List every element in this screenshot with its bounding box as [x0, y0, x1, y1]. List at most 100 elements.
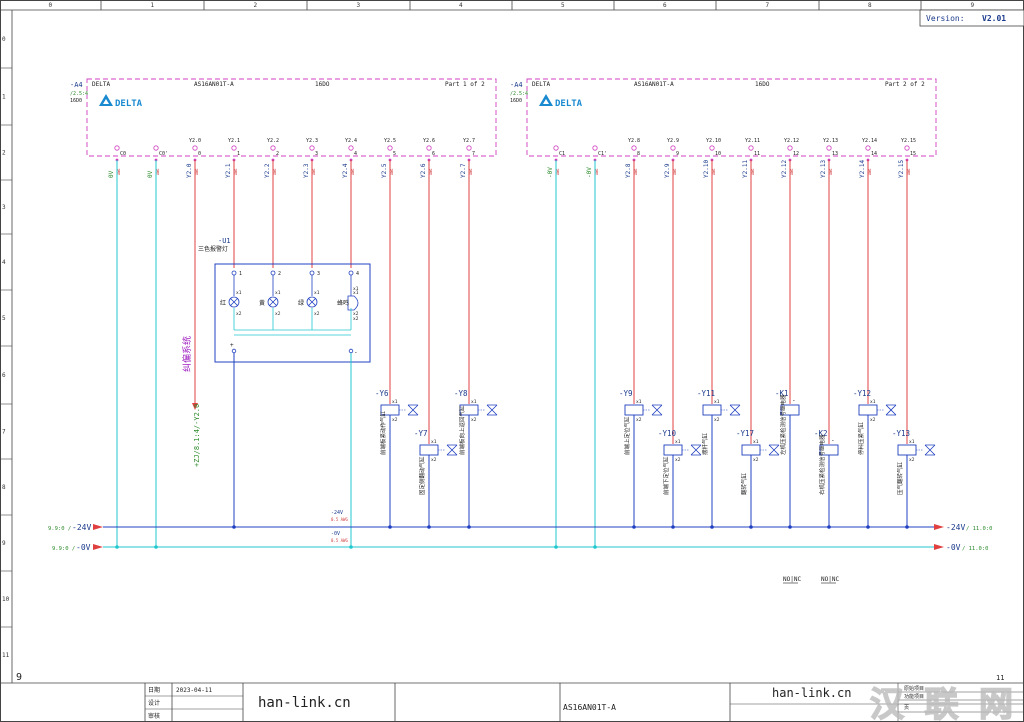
beacon-terminal-num: 1	[239, 271, 242, 277]
y20-note-ref: +ZJ/8.1:4/-Y2.0	[193, 404, 201, 467]
x2-label: x2	[909, 457, 915, 463]
output-wires	[192, 160, 908, 444]
terminal-top-label: Y2.15	[901, 138, 916, 144]
bus-24v-left-ref: 9.9:0 /	[48, 526, 71, 532]
module-model: AS16AN01T-A	[634, 81, 674, 88]
beacon-terminal	[309, 270, 315, 276]
module-tag: -A4	[510, 81, 523, 89]
terminal-label: 8	[637, 151, 640, 157]
arrow-0v-right	[934, 544, 944, 550]
wire-label: Y2.7	[460, 163, 467, 178]
wire-label: Y2.0	[186, 163, 193, 178]
coil-desc: 翻转气缸	[740, 472, 748, 495]
version-label: Version:	[926, 14, 965, 23]
module-box	[86, 78, 497, 157]
beacon-terminal	[231, 270, 237, 276]
coil-symbol	[702, 404, 722, 416]
row-label: 2	[2, 150, 6, 157]
page-label: 页	[904, 705, 909, 711]
x2-label: x2	[353, 311, 359, 317]
coil-desc: 摆杆气缸	[701, 432, 709, 455]
x1-label: x1	[392, 399, 398, 405]
x1-label: x1	[909, 439, 915, 445]
terminal-label: 4	[354, 151, 357, 157]
wire-label: Y2.11	[742, 160, 749, 178]
arrow-0v-left	[93, 544, 103, 550]
terminal-top-label: Y2.5	[384, 138, 396, 144]
coil-symbol	[858, 404, 878, 416]
coil-desc: 固定侧翻动气缸	[418, 456, 426, 495]
terminal-top-label: Y2.14	[862, 138, 877, 144]
wire-label: Y2.4	[342, 163, 349, 178]
x1-label: x1	[714, 399, 720, 405]
x1-label: x1	[753, 439, 759, 445]
x1-label: x1	[275, 290, 281, 296]
wire-label: Y2.15	[898, 160, 905, 178]
buz-x1: x1	[353, 286, 359, 292]
row-label: 8	[2, 484, 6, 491]
title-block: 日期 2023-04-11 设计 审核 han-link.cn AS16AN01…	[144, 683, 1024, 722]
design-label: 设计	[148, 699, 160, 707]
delta-logo: DELTA	[99, 94, 143, 109]
x2-label: x2	[314, 311, 320, 317]
arrow-24v-right	[934, 524, 944, 530]
coil-tag: -K1	[775, 389, 789, 398]
lamp-label: 绿	[298, 299, 304, 307]
orig-project-label: 原始项目	[904, 685, 924, 692]
wire-ref: AWG	[595, 169, 599, 175]
nonc-mark-1: NO|NC	[783, 576, 801, 583]
bus-mid-sub2: 0.5 AWG	[331, 538, 348, 543]
terminal-dot	[426, 145, 432, 151]
wire-ref: AWG	[117, 169, 121, 175]
wire-ref: AWG	[790, 169, 794, 175]
coil-symbol	[624, 404, 644, 416]
column-label: 6	[663, 2, 667, 9]
x2-label: x2	[392, 417, 398, 423]
wire-label: Y2.5	[381, 163, 388, 178]
beacon-terminal	[270, 270, 276, 276]
valve-icon	[690, 444, 702, 456]
coil-desc: 前端上定位气缸	[623, 416, 631, 455]
lamp-icon-x2	[230, 298, 238, 306]
coil-tag: -Y6	[375, 389, 389, 398]
drawing-number: AS16AN01T-A	[563, 703, 616, 712]
beacon-minus: -	[354, 349, 358, 356]
terminal-label: 0	[198, 151, 201, 157]
x2-label: x2	[275, 311, 281, 317]
y20-note: 纠偏系统 +ZJ/8.1:4/-Y2.0	[181, 336, 201, 467]
row-label: 5	[2, 315, 6, 322]
bus-mid-24v: -24V	[331, 510, 343, 516]
terminal-label: 14	[871, 151, 877, 157]
terminal-label: 3	[315, 151, 318, 157]
company-right: han-link.cn	[772, 686, 851, 700]
nonc-marks: NO|NC NO|NC	[783, 576, 839, 584]
x2-label: x2	[753, 457, 759, 463]
column-label: 2	[254, 2, 258, 9]
coil-tag: -Y8	[454, 389, 468, 398]
coil-desc: 右机压紧检测信号继电器	[818, 434, 826, 495]
wire-label: Y2.3	[303, 163, 310, 178]
x1-label: x1	[870, 399, 876, 405]
wire-ref: AWG	[907, 169, 911, 175]
row-label: 0	[2, 36, 6, 43]
module-io: 16DO	[315, 81, 330, 88]
wire-label: Y2.1	[225, 163, 232, 178]
wire-ref: AWG	[156, 169, 160, 175]
terminal-label: 12	[793, 151, 799, 157]
terminal-dot	[592, 145, 598, 151]
module-sub: 16D0	[70, 98, 82, 104]
lamp-icon-x2	[308, 298, 316, 306]
terminal-dot	[631, 145, 637, 151]
wire-ref: AWG	[390, 169, 394, 175]
x1-label: x1	[675, 439, 681, 445]
terminal-dot	[826, 145, 832, 151]
beacon-name: 三色报警灯	[198, 245, 228, 253]
terminal-dot	[153, 145, 159, 151]
